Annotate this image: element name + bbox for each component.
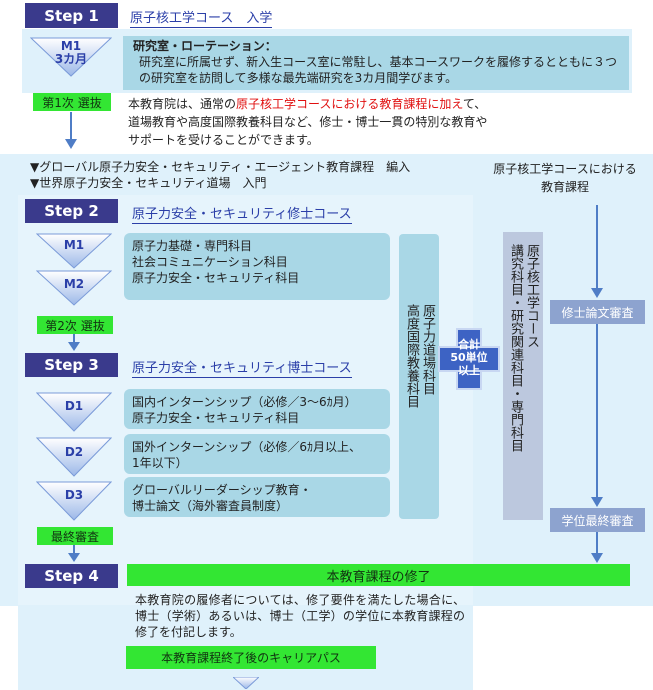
d3-box: グローバルリーダーシップ教育・ 博士論文（海外審査員制度） — [124, 477, 390, 517]
d1-marker: D1 — [36, 392, 112, 432]
right-header: 原子核工学コースにおける教育課程 — [493, 162, 637, 194]
total-credits-line-1: 合計 — [458, 338, 480, 351]
step2-course-1: 原子力基礎・専門科目 — [132, 239, 253, 253]
arrow-head-icon — [591, 553, 603, 563]
rotation-body: 研究室に所属せず、新入生コース室に常駐し、基本コースワークを履修するとともに３つ… — [139, 55, 617, 85]
step4-panel — [18, 590, 473, 690]
arrow-head-icon — [591, 288, 603, 298]
arrow-head-icon — [68, 342, 80, 351]
intro-text-highlight: 原子核工学コースにおける教育課程に加え — [236, 97, 463, 111]
step2-label: Step 2 — [25, 199, 118, 223]
step3-title: 原子力安全・セキュリティ博士コース — [132, 357, 352, 378]
total-credits-line-2: 50単位 — [450, 351, 488, 364]
m2-triangle-icon — [36, 270, 112, 306]
arrow-right-2 — [596, 324, 598, 498]
total-credits-text: 合計 50単位 以上 — [438, 338, 500, 377]
degree-final-review: 学位最終審査 — [550, 508, 645, 532]
step3-label: Step 3 — [25, 353, 118, 377]
rotation-box: 研究室・ローテーション： 研究室に所属せず、新入生コース室に常駐し、基本コースワ… — [123, 36, 629, 90]
step4-title: 本教育課程の修了 — [127, 564, 630, 586]
dojo-column: 原子力道場科目 高度国際教養科目 — [399, 234, 439, 519]
d2-line-2: 1年以下） — [132, 456, 188, 470]
selection-1: 第1次 選抜 — [33, 93, 111, 111]
rotation-heading: 研究室・ローテーション： — [133, 39, 277, 53]
step2-title: 原子力安全・セキュリティ修士コース — [132, 203, 352, 224]
dojo-column-text: 原子力道場科目 高度国際教養科目 — [403, 304, 435, 519]
arrow-right-3 — [596, 532, 598, 554]
d1-line-1: 国内インターンシップ（必修／3～6ｶ月） — [132, 395, 357, 409]
step1-title: 原子核工学コース 入学 — [130, 7, 273, 28]
intro-text-a: 本教育院は、通常の — [128, 97, 237, 111]
career-path: 本教育課程終了後のキャリアパス — [126, 646, 376, 669]
d1-box: 国内インターンシップ（必修／3～6ｶ月） 原子力安全・セキュリティ科目 — [124, 389, 390, 429]
d2-triangle-icon — [36, 437, 112, 477]
d3-marker: D3 — [36, 481, 112, 521]
m1-triangle-icon — [30, 37, 112, 77]
d3-triangle-icon — [36, 481, 112, 521]
d1-line-2: 原子力安全・セキュリティ科目 — [132, 411, 300, 425]
arrow-right-1 — [596, 205, 598, 289]
d1-label: D1 — [64, 399, 84, 413]
intro-text: 本教育院は、通常の原子核工学コースにおける教育課程に加えて、道場教育や高度国際教… — [128, 95, 498, 149]
step2-courses-box: 原子力基礎・専門科目 社会コミュニケーション科目 原子力安全・セキュリティ科目 — [124, 233, 390, 300]
intro-text-b: て、道場教育や高度国際教養科目など、修士・博士一貫の特別な教育やサポートを受ける… — [128, 97, 488, 147]
m1-marker: M1 — [36, 233, 112, 269]
d2-marker: D2 — [36, 437, 112, 477]
selection-2: 第2次 選抜 — [37, 316, 113, 334]
dojo-column-line-2: 高度国際教養科目 — [404, 304, 419, 408]
arrow-step3-down — [73, 545, 75, 555]
course-column-line-1: 原子核工学コース — [524, 244, 539, 348]
m2-label: M2 — [63, 277, 85, 291]
thesis-review: 修士論文審査 — [550, 300, 645, 324]
d2-label: D2 — [64, 445, 84, 459]
step4-label: Step 4 — [25, 564, 118, 588]
program-line-2: ▼世界原子力安全・セキュリティ道場 入門 — [30, 176, 267, 190]
course-column-text: 原子核工学コース 講究科目・研究関連科目・専門科目 — [507, 244, 539, 520]
total-credits-line-3: 以上 — [458, 364, 480, 377]
step4-body: 本教育院の履修者については、修了要件を満たした場合に、博士（学術）あるいは、博士… — [135, 593, 465, 639]
d3-line-2: 博士論文（海外審査員制度） — [132, 499, 289, 513]
course-column-line-2: 講究科目・研究関連科目・専門科目 — [508, 244, 523, 452]
m1-3months-marker: M1 3カ月 — [30, 37, 112, 77]
d2-box: 国外インターンシップ（必修／6ｶ月以上、 1年以下） — [124, 434, 390, 474]
m1-step2-triangle-icon — [36, 233, 112, 269]
final-review: 最終審査 — [37, 527, 113, 545]
step2-course-3: 原子力安全・セキュリティ科目 — [132, 271, 300, 285]
step2-course-2: 社会コミュニケーション科目 — [132, 255, 288, 269]
dojo-column-line-1: 原子力道場科目 — [420, 304, 435, 395]
m1-duration: 3カ月 — [54, 52, 88, 66]
d1-triangle-icon — [36, 392, 112, 432]
program-line-1: ▼グローバル原子力安全・セキュリティ・エージェント教育課程 編入 — [30, 160, 411, 174]
m1-label: M1 — [60, 39, 82, 53]
d3-label: D3 — [64, 488, 84, 502]
arrow-head-icon — [68, 553, 80, 562]
total-credits-plus-icon: 合計 50単位 以上 — [438, 328, 500, 390]
d2-line-1: 国外インターンシップ（必修／6ｶ月以上、 — [132, 440, 362, 454]
step1-label: Step 1 — [25, 3, 118, 28]
arrow-head-icon — [65, 139, 77, 149]
arrow-step1-down — [70, 112, 72, 140]
m1-step2-label: M1 — [63, 238, 85, 252]
arrow-step2-down — [73, 334, 75, 344]
course-column: 原子核工学コース 講究科目・研究関連科目・専門科目 — [503, 232, 543, 520]
arrow-head-icon — [233, 677, 259, 689]
d3-line-1: グローバルリーダーシップ教育・ — [132, 483, 312, 497]
arrow-head-icon — [591, 497, 603, 507]
m2-marker: M2 — [36, 270, 112, 306]
